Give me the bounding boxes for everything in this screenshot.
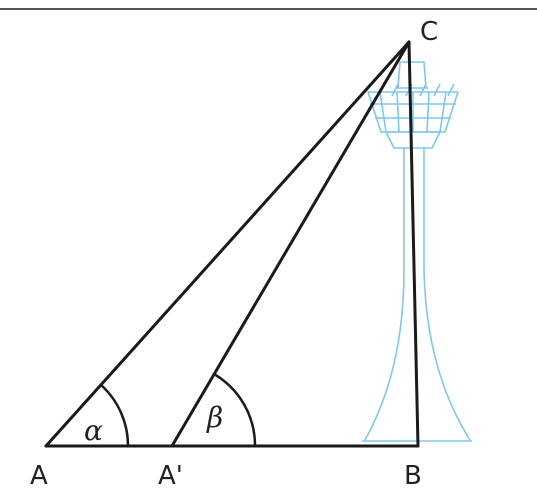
triangle-lines: [44, 40, 420, 448]
angle-label-beta: β: [206, 401, 223, 434]
sight-line-A-prime-C: [170, 40, 411, 448]
sight-line-AC: [44, 40, 411, 448]
point-label-A: A: [30, 461, 48, 491]
point-label-A-prime: A': [158, 461, 183, 491]
point-label-B: B: [404, 461, 422, 491]
point-label-C: C: [420, 17, 438, 47]
angle-arc-beta: [213, 372, 257, 447]
angle-arc-alpha: [100, 384, 130, 447]
height-line-BC: [407, 40, 420, 448]
angle-label-alpha: α: [84, 414, 103, 447]
